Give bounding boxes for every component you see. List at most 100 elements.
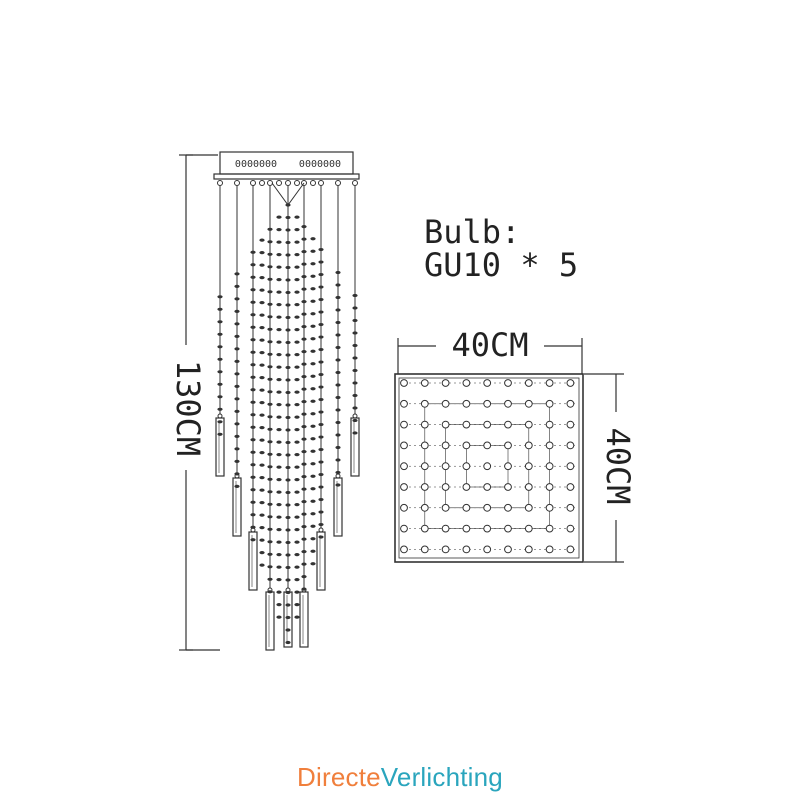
crystal-bead bbox=[276, 578, 282, 582]
crystal-dot bbox=[420, 545, 429, 554]
crystal-bead bbox=[301, 375, 307, 379]
crystal-dot bbox=[504, 379, 512, 387]
crystal-bead bbox=[267, 490, 273, 494]
crystal-bead bbox=[310, 324, 316, 328]
strand-hook bbox=[352, 180, 358, 186]
top-view-plate bbox=[394, 373, 584, 563]
crystal-bead bbox=[276, 615, 282, 619]
crystal-bead bbox=[294, 365, 300, 369]
crystal-bead bbox=[285, 603, 291, 607]
crystal-dot bbox=[524, 379, 533, 387]
crystal-dot bbox=[504, 503, 512, 512]
crystal-bead bbox=[294, 503, 300, 507]
crystal-dot bbox=[420, 503, 429, 512]
crystal-bead bbox=[259, 551, 265, 555]
crystal-bead bbox=[259, 563, 265, 567]
crystal-bead bbox=[276, 590, 282, 594]
crystal-strand bbox=[259, 180, 265, 186]
crystal-bead bbox=[217, 345, 223, 349]
crystal-bead bbox=[267, 427, 273, 431]
crystal-bead bbox=[285, 440, 291, 445]
crystal-bead bbox=[294, 465, 300, 469]
crystal-bead bbox=[234, 334, 240, 338]
crystal-bead bbox=[310, 387, 316, 391]
crystal-bead bbox=[285, 428, 291, 432]
crystal-bead bbox=[234, 297, 240, 301]
crystal-dot bbox=[420, 441, 429, 450]
crystal-bead bbox=[294, 415, 300, 419]
crystal-bead bbox=[285, 303, 291, 307]
crystal-bead bbox=[352, 331, 358, 335]
crystal-bead bbox=[294, 440, 300, 444]
crystal-bead bbox=[276, 315, 282, 319]
crystal-bead bbox=[267, 302, 273, 306]
crystal-bead bbox=[294, 578, 300, 582]
crystal-dot bbox=[400, 379, 408, 387]
crystal-bead bbox=[285, 503, 291, 507]
strand-hook bbox=[310, 180, 316, 186]
crystal-bead bbox=[234, 359, 240, 363]
crystal-bead bbox=[250, 288, 256, 292]
crystal-bead bbox=[318, 422, 324, 427]
crystal-bead bbox=[335, 370, 341, 375]
crystal-bead bbox=[217, 307, 223, 311]
crystal-bead bbox=[310, 374, 316, 378]
crystal-bead bbox=[335, 358, 341, 362]
crystal-dot bbox=[441, 441, 450, 450]
crystal-bead bbox=[234, 484, 240, 488]
crystal-bead bbox=[250, 500, 256, 504]
crystal-dot bbox=[504, 441, 512, 450]
crystal-bead bbox=[259, 438, 265, 442]
crystal-bead bbox=[301, 562, 307, 566]
crystal-bead bbox=[276, 540, 282, 544]
crystal-dot bbox=[483, 379, 492, 387]
crystal-dot bbox=[462, 379, 471, 387]
strand-hook bbox=[335, 180, 341, 186]
crystal-bead bbox=[310, 537, 316, 541]
crystal-bead bbox=[318, 410, 324, 414]
crystal-bead bbox=[276, 253, 282, 257]
crystal-strand bbox=[294, 180, 300, 186]
strand-hook bbox=[276, 180, 282, 186]
depth-label: 40CM bbox=[599, 427, 637, 504]
crystal-dot bbox=[545, 545, 554, 554]
crystal-bead bbox=[267, 252, 273, 256]
crystal-dot bbox=[524, 524, 533, 533]
crystal-dot bbox=[483, 545, 492, 554]
crystal-bead bbox=[335, 270, 341, 275]
crystal-bead bbox=[310, 462, 316, 466]
crystal-bead bbox=[318, 460, 324, 464]
crystal-tube bbox=[232, 477, 242, 537]
crystal-tube bbox=[265, 591, 275, 651]
crystal-bead bbox=[294, 340, 300, 344]
crystal-bead bbox=[294, 490, 300, 494]
crystal-bead bbox=[335, 295, 341, 300]
crystal-bead bbox=[250, 413, 256, 417]
crystal-bead bbox=[294, 328, 300, 332]
crystal-dot bbox=[400, 483, 408, 491]
crystal-dot bbox=[483, 441, 492, 450]
crystal-dot bbox=[462, 503, 471, 512]
strand-hook bbox=[217, 180, 223, 186]
crystal-bead bbox=[267, 465, 273, 469]
crystal-bead bbox=[301, 287, 307, 291]
crystal-bead bbox=[301, 550, 307, 554]
crystal-dot bbox=[441, 420, 450, 429]
crystal-bead bbox=[259, 476, 265, 480]
crystal-dot bbox=[420, 524, 429, 533]
crystal-bead bbox=[285, 365, 291, 370]
crystal-dot bbox=[441, 379, 450, 387]
crystal-bead bbox=[310, 424, 316, 428]
crystal-bead bbox=[310, 512, 316, 516]
crystal-bead bbox=[285, 378, 291, 382]
crystal-bead bbox=[234, 272, 240, 276]
crystal-dot bbox=[545, 399, 554, 408]
crystal-bead bbox=[276, 365, 282, 369]
crystal-bead bbox=[259, 526, 265, 530]
crystal-bead bbox=[294, 290, 300, 294]
crystal-dot bbox=[524, 462, 533, 471]
crystal-bead bbox=[217, 395, 223, 399]
crystal-tube bbox=[350, 417, 360, 477]
